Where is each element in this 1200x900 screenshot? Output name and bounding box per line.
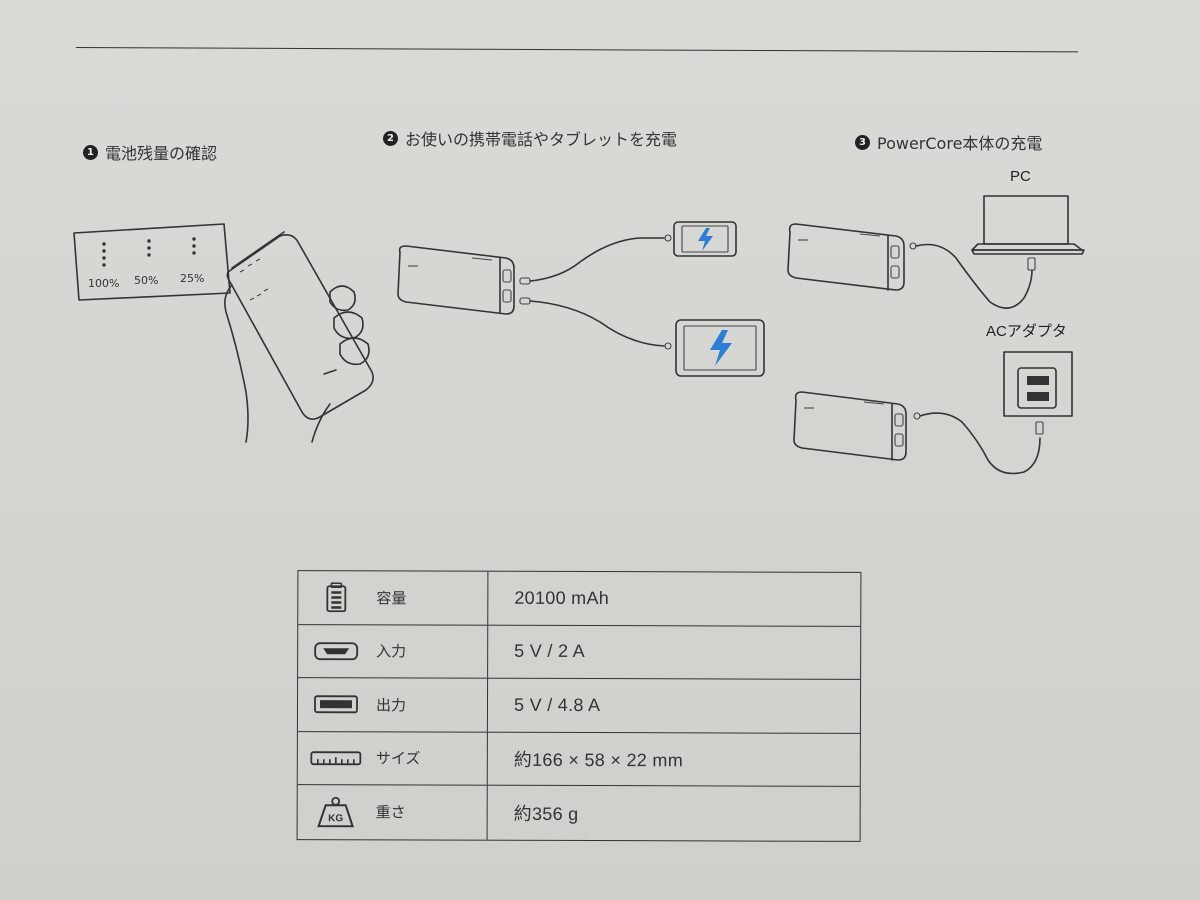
battery-level-card: 100% 50% 25% [73, 223, 231, 301]
step-1-heading: 1 電池残量の確認 [83, 140, 217, 164]
spec-row-weight: KG 重さ 約356 g [297, 785, 860, 840]
capacity-value: 20100 mAh [514, 587, 610, 608]
spec-table: 容量 20100 mAh 入力 5 V / 2 A [296, 570, 862, 842]
level-50-label: 50% [134, 274, 158, 287]
level-100-label: 100% [88, 277, 119, 290]
ruler-icon [310, 741, 362, 775]
svg-text:KG: KG [328, 813, 343, 824]
capacity-label: 容量 [376, 589, 407, 608]
step-2-title: お使いの携帯電話やタブレットを充電 [405, 130, 678, 149]
spec-row-size: サイズ 約166 × 58 × 22 mm [297, 731, 860, 787]
hand-holding-powerbank-icon [224, 231, 374, 443]
spec-label-cell: 容量 [298, 571, 489, 625]
micro-usb-icon [310, 634, 362, 668]
powerbank-ac-icon [793, 391, 907, 461]
spec-label-cell: KG 重さ [297, 785, 488, 840]
input-value: 5 V / 2 A [514, 641, 585, 662]
step-2-number: 2 [383, 130, 398, 146]
weight-label: 重さ [375, 803, 406, 822]
output-label: 出力 [375, 696, 407, 715]
step-3-heading: 3 PowerCore本体の充電 [855, 130, 1042, 154]
step-3-title: PowerCore本体の充電 [877, 134, 1043, 153]
step-2-heading: 2 お使いの携帯電話やタブレットを充電 [383, 126, 677, 150]
charging-cables [519, 234, 672, 350]
output-value: 5 V / 4.8 A [513, 694, 601, 715]
weight-kg-icon: KG [310, 795, 362, 829]
size-label: サイズ [375, 749, 421, 768]
ac-cable [913, 412, 1044, 475]
spec-row-input: 入力 5 V / 2 A [298, 624, 861, 680]
input-label: 入力 [376, 642, 407, 661]
spec-row-output: 出力 5 V / 4.8 A [297, 678, 861, 734]
phone-charging-icon [673, 221, 737, 257]
powerbank-pc-icon [787, 223, 905, 291]
battery-icon [310, 580, 362, 614]
ac-adapter-icon [1003, 351, 1073, 417]
spec-label-cell: 入力 [298, 624, 489, 678]
level-25-label: 25% [180, 272, 204, 285]
spec-row-capacity: 容量 20100 mAh [298, 571, 861, 627]
step-3-number: 3 [855, 134, 870, 150]
step-1-title: 電池残量の確認 [105, 144, 218, 163]
pc-cable [909, 242, 1036, 309]
step-1-number: 1 [83, 144, 98, 160]
ac-adapter-label: ACアダプタ [986, 323, 1067, 340]
tablet-charging-icon [675, 319, 765, 377]
size-value: 約166 × 58 × 22 mm [513, 749, 684, 771]
weight-value: 約356 g [513, 803, 579, 824]
pc-label: PC [1010, 168, 1031, 185]
usb-a-icon [310, 687, 362, 721]
spec-label-cell: サイズ [297, 731, 488, 785]
powerbank-step2-icon [397, 245, 515, 315]
laptop-icon [971, 195, 1085, 255]
spec-label-cell: 出力 [297, 678, 489, 732]
usage-illustrations: 100% 50% 25% [73, 168, 1085, 475]
